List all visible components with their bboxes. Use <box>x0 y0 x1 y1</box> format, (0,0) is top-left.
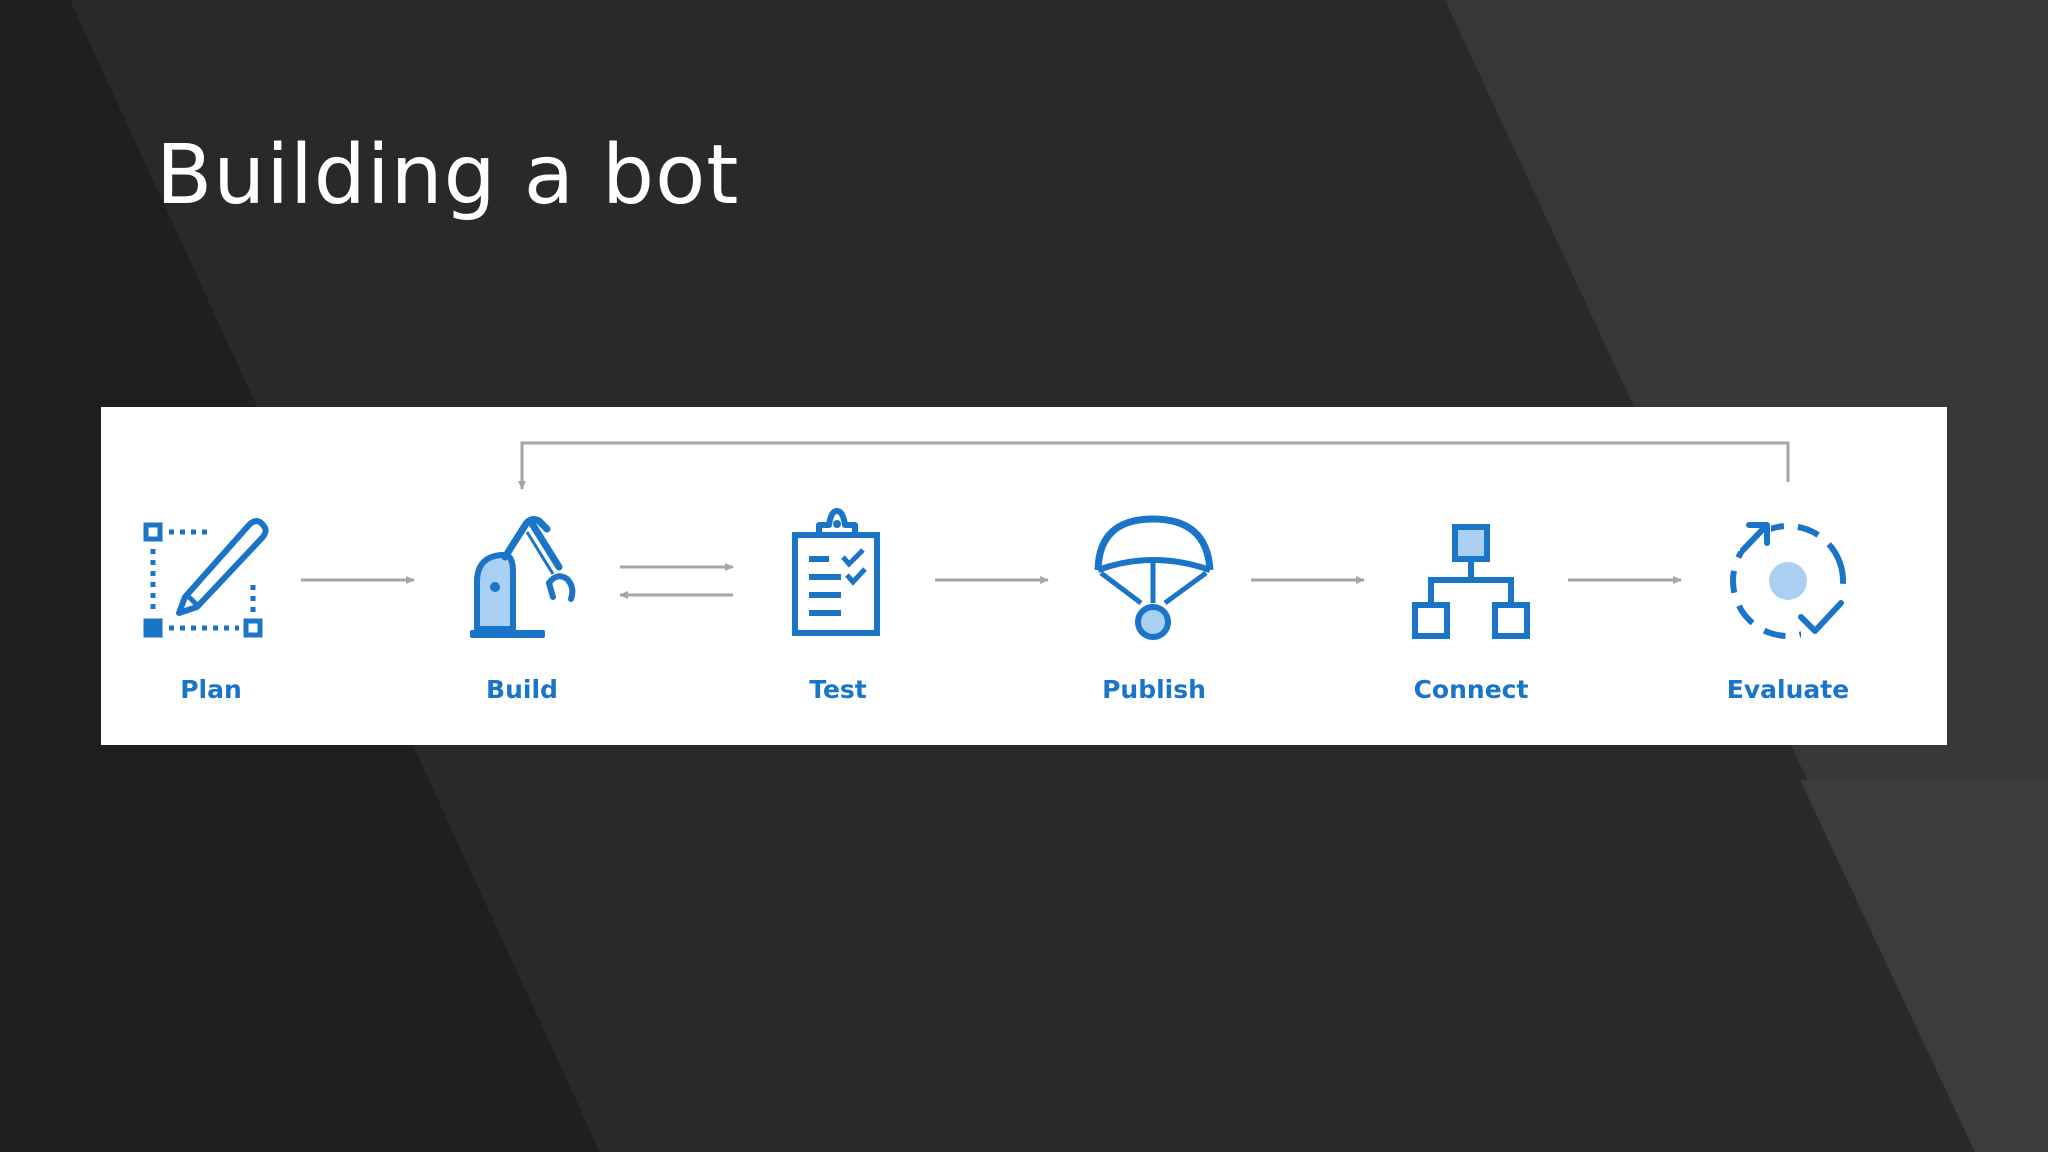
step-label-build: Build <box>486 675 558 704</box>
step-label-test: Test <box>809 675 867 704</box>
cycle-check-icon <box>1730 517 1859 639</box>
robotic-arm-icon <box>470 516 576 638</box>
step-label-publish: Publish <box>1102 675 1206 704</box>
slide-title: Building a bot <box>156 128 740 223</box>
bot-lifecycle-diagram: Plan Build Test Publish Connect Evaluate <box>101 407 1947 745</box>
diagram-canvas <box>143 441 1859 640</box>
step-label-plan: Plan <box>180 675 242 704</box>
step-label-evaluate: Evaluate <box>1726 675 1850 704</box>
clipboard-checklist-icon <box>792 508 880 636</box>
parachute-icon <box>1094 515 1214 640</box>
feedback-loop-arrow <box>518 441 1790 490</box>
light-corner-band <box>1800 780 2048 1152</box>
step-label-connect: Connect <box>1413 675 1529 704</box>
hierarchy-icon <box>1412 524 1530 639</box>
pencil-selection-icon <box>143 518 269 638</box>
